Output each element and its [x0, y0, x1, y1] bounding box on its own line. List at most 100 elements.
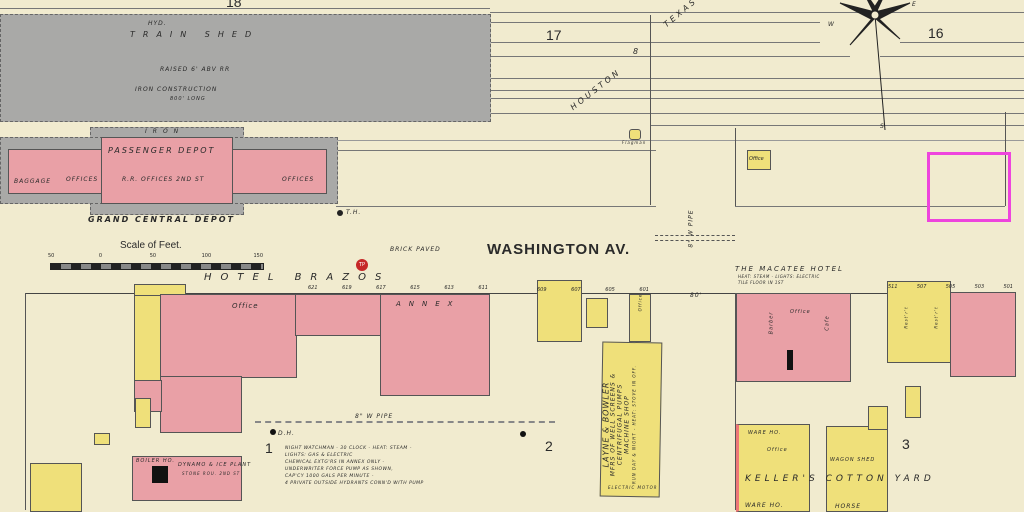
texas-label: TEXAS — [661, 0, 700, 30]
fire-notes: NIGHT WATCHMAN - 30 CLOCK - HEAT: STEAM … — [285, 445, 424, 487]
compass-s: S — [880, 123, 885, 130]
address: 621 — [308, 285, 318, 291]
hydrant-marker — [270, 429, 276, 435]
hotel-main-block — [160, 294, 297, 378]
boilers — [152, 466, 168, 483]
wagon-shed — [826, 426, 888, 512]
hotel-annex — [380, 294, 490, 396]
rr-offices-label: R.R. OFFICES 2ND ST — [122, 176, 205, 183]
flagman-house — [629, 129, 641, 140]
scale-tick: 150 — [253, 253, 264, 259]
block-number-2: 2 — [545, 438, 553, 454]
horse-label: HORSE — [835, 503, 862, 510]
scale-tick: 100 — [201, 253, 212, 259]
layne-office-label: Office — [637, 293, 643, 312]
restaurant-label: Rest'r't — [933, 306, 939, 329]
selection-highlight[interactable] — [927, 152, 1011, 222]
hydrant-label: HYD. — [148, 20, 167, 27]
macatee-sub2: TILE FLOOR IN 1ST — [738, 280, 784, 285]
layne-line: CENTRIFUGAL PUMPS — [616, 383, 624, 466]
water-pipe-bottom-label: 8" W PIPE — [355, 413, 394, 420]
address: 617 — [376, 285, 386, 291]
hotel-middle-block — [295, 294, 387, 336]
compass-rose-icon: S E W — [820, 0, 930, 135]
block-number-18: 18 — [226, 0, 242, 10]
address: 505 — [945, 284, 956, 290]
compass-w: W — [828, 21, 835, 28]
note-line: UNDERWRITER FORCE PUMP AS SHOWN, — [285, 467, 394, 472]
horse-stalls — [905, 386, 921, 418]
scale-bar — [50, 263, 264, 270]
hotel-brazos-title: HOTEL BRAZOS — [204, 272, 391, 283]
train-shed-title: TRAIN SHED — [130, 30, 260, 39]
layne-line: RUN DAY & NIGHT - HEAT: STOVE IN OFF. — [631, 365, 637, 484]
hydrant-marker — [520, 431, 526, 437]
iron-label: IRON — [145, 128, 185, 135]
address: 507 — [916, 284, 927, 290]
ware-house-top-label: WARE HO. — [748, 430, 782, 436]
train-shed-length: 800' LONG — [170, 96, 206, 102]
address: 619 — [342, 285, 352, 291]
train-shed-construction: IRON CONSTRUCTION — [135, 86, 218, 93]
brick-paved-label: BRICK PAVED — [390, 246, 441, 253]
restaurant-block — [887, 281, 951, 363]
layne-line: MACHINE SHOP — [623, 395, 631, 454]
address: 605 — [605, 287, 615, 293]
kellers-cotton-yard-label: KELLER'S COTTON YARD — [745, 474, 935, 484]
grand-central-depot-title: GRAND CENTRAL DEPOT — [88, 215, 235, 224]
block2-addresses: 609 607 605 601 — [537, 287, 649, 293]
store-609-607 — [537, 280, 582, 342]
dynamo-label: DYNAMO & ICE PLANT — [178, 462, 252, 468]
ware-house — [736, 424, 810, 512]
layne-line: MFRS OF WELL SCREENS & — [609, 372, 617, 477]
note-line: CHEMICAL EXTG'RS IN ANNEX ONLY - — [285, 460, 385, 465]
address: 511 — [888, 284, 898, 290]
dh-label: D.H. — [278, 430, 295, 437]
scale-tick: 50 — [149, 253, 157, 259]
keller-office-label: Office — [767, 447, 788, 453]
address: 615 — [410, 285, 420, 291]
address: 501 — [1003, 284, 1013, 290]
stone-label: STONE ROU. 2ND ST — [182, 471, 241, 476]
compass-e: E — [912, 1, 917, 8]
small-office-label: Office — [749, 156, 764, 162]
hydrant-badge: TP — [356, 259, 368, 271]
block-number-1: 1 — [265, 440, 273, 456]
frame-building — [134, 284, 162, 382]
cafe-label: Cafe — [824, 315, 831, 331]
baggage-label: BAGGAGE — [14, 178, 52, 185]
scale-tick: 50 — [48, 253, 55, 259]
train-shed — [0, 14, 491, 122]
tank-house-label: T.H. — [346, 209, 362, 216]
address: 609 — [537, 287, 547, 293]
store-605 — [586, 298, 608, 328]
office-label: Office — [232, 302, 259, 310]
offices-left-label: OFFICES — [66, 176, 99, 183]
block-number-16: 16 — [928, 25, 944, 41]
wagon-shed-label: WAGON SHED — [830, 457, 876, 463]
address: 607 — [571, 287, 581, 293]
macatee-hotel — [736, 293, 851, 382]
electric-motor-label: ELECTRIC MOTOR — [608, 485, 658, 490]
barber-label: Barber — [768, 311, 775, 335]
restaurant-label: Rest'r't — [903, 306, 909, 329]
block-number-17: 17 — [546, 27, 562, 43]
frame-building-bottom-left — [30, 463, 82, 512]
address: 503 — [974, 284, 985, 290]
brick-store-501 — [950, 292, 1016, 377]
flagman-label: Flagman — [622, 140, 647, 145]
offices-right-label: OFFICES — [282, 176, 315, 183]
hotel-kitchen-wing — [160, 376, 242, 433]
dynamo-ice-plant — [132, 456, 242, 501]
water-pipe-label: 8" W PIPE — [687, 209, 695, 248]
scale-title: Scale of Feet. — [120, 240, 182, 251]
street-number-8: 8 — [633, 47, 641, 56]
boiler-house-label: BOILER HO. — [136, 458, 175, 464]
water-pipe — [655, 235, 735, 241]
washington-av-label: WASHINGTON AV. — [487, 241, 631, 258]
tank-house-marker — [337, 210, 343, 216]
passenger-depot — [101, 137, 233, 204]
note-line: 4 PRIVATE OUTSIDE HYDRANTS CONN'D WITH P… — [285, 481, 424, 486]
frame-shed — [94, 433, 110, 445]
street-width-label: 80' — [690, 292, 703, 299]
